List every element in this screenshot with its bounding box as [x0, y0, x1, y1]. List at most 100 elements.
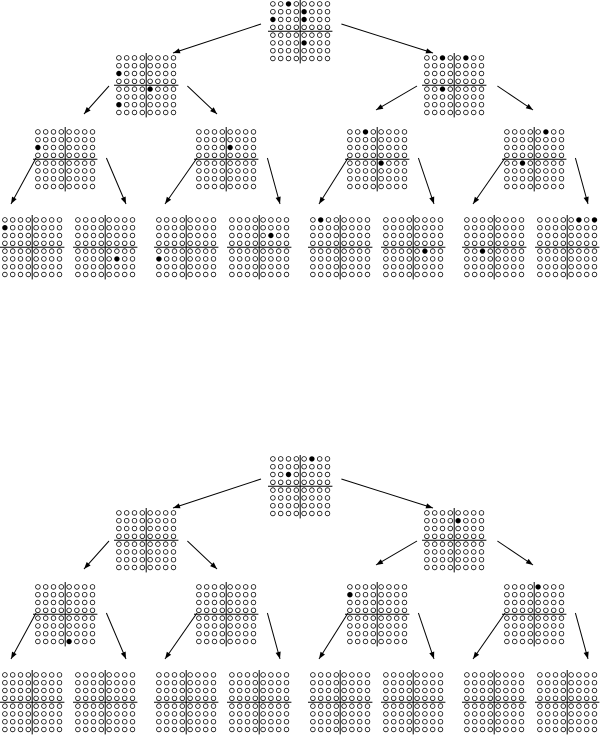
empty-dot — [535, 638, 541, 645]
empty-dot — [25, 711, 31, 717]
empty-dot — [471, 695, 478, 701]
empty-dot — [406, 217, 412, 223]
empty-dot — [50, 607, 57, 613]
empty-dot — [50, 183, 57, 190]
empty-dot — [260, 679, 266, 686]
empty-dot — [260, 687, 266, 694]
empty-dot — [203, 271, 209, 278]
empty-dot — [511, 168, 518, 174]
empty-dot — [439, 541, 446, 547]
empty-dot — [495, 217, 501, 223]
empty-dot — [163, 248, 170, 254]
empty-dot — [170, 541, 177, 547]
empty-dot — [535, 152, 541, 158]
empty-dot — [156, 217, 162, 223]
grid-level3-8 — [535, 670, 600, 735]
empty-dot — [558, 183, 565, 190]
empty-dot — [347, 160, 353, 166]
empty-dot — [535, 591, 541, 598]
empty-dot — [394, 152, 400, 158]
empty-dot — [9, 726, 16, 733]
empty-dot — [268, 695, 274, 701]
empty-dot — [66, 160, 72, 166]
empty-dot — [82, 599, 88, 606]
empty-dot — [401, 152, 408, 158]
empty-dot — [398, 719, 405, 725]
empty-dot — [487, 703, 493, 709]
empty-dot — [511, 160, 518, 166]
empty-dot — [260, 264, 266, 270]
empty-dot — [219, 136, 225, 143]
empty-dot — [558, 152, 565, 158]
empty-dot — [156, 672, 162, 678]
empty-dot — [179, 256, 185, 262]
empty-dot — [495, 687, 501, 694]
empty-dot — [82, 129, 88, 135]
empty-dot — [82, 631, 88, 637]
empty-dot — [56, 232, 63, 239]
empty-dot — [560, 672, 566, 678]
arrow-shaft — [375, 540, 418, 566]
empty-dot — [511, 719, 517, 725]
empty-dot — [349, 726, 355, 733]
empty-dot — [479, 726, 486, 733]
empty-dot — [471, 78, 477, 84]
empty-dot — [535, 599, 541, 606]
empty-dot — [378, 144, 384, 151]
empty-dot — [33, 711, 39, 717]
empty-dot — [504, 607, 510, 613]
empty-dot — [260, 224, 266, 231]
empty-dot — [370, 607, 376, 613]
empty-dot — [333, 695, 339, 701]
empty-dot — [227, 631, 233, 637]
empty-dot — [268, 224, 274, 231]
arrow-shaft — [172, 478, 262, 509]
empty-dot — [89, 591, 96, 598]
empty-dot — [106, 695, 112, 701]
empty-dot — [75, 248, 81, 254]
empty-dot — [114, 217, 120, 223]
empty-dot — [464, 687, 470, 694]
empty-dot — [219, 176, 225, 182]
empty-dot — [463, 86, 469, 92]
empty-dot — [543, 607, 549, 613]
empty-dot — [479, 695, 486, 701]
empty-dot — [370, 168, 376, 174]
empty-dot — [576, 264, 582, 270]
empty-dot — [430, 711, 436, 717]
empty-dot — [50, 152, 57, 158]
empty-dot — [122, 672, 128, 678]
empty-dot — [414, 695, 420, 701]
empty-dot — [129, 232, 136, 239]
empty-dot — [447, 86, 453, 92]
empty-dot — [455, 62, 461, 69]
empty-dot — [285, 463, 292, 470]
empty-dot — [309, 8, 315, 15]
empty-dot — [394, 584, 400, 590]
empty-dot — [503, 711, 509, 717]
empty-dot — [324, 487, 331, 493]
empty-dot — [310, 719, 316, 725]
empty-dot — [276, 703, 282, 709]
empty-dot — [504, 638, 510, 645]
empty-dot — [82, 224, 89, 231]
empty-dot — [568, 217, 574, 223]
empty-dot — [41, 224, 47, 231]
empty-dot — [235, 599, 241, 606]
empty-dot — [349, 719, 355, 725]
empty-dot — [527, 623, 533, 629]
empty-dot — [479, 719, 486, 725]
empty-dot — [537, 687, 543, 694]
empty-dot — [437, 217, 444, 223]
empty-dot — [478, 86, 485, 92]
empty-dot — [129, 726, 136, 733]
empty-dot — [527, 631, 533, 637]
empty-dot — [179, 703, 185, 709]
empty-dot — [195, 232, 201, 239]
empty-dot — [568, 726, 574, 733]
empty-dot — [527, 129, 533, 135]
empty-dot — [401, 591, 408, 598]
empty-dot — [50, 136, 57, 143]
empty-dot — [558, 638, 565, 645]
tree-arrow — [375, 540, 418, 566]
